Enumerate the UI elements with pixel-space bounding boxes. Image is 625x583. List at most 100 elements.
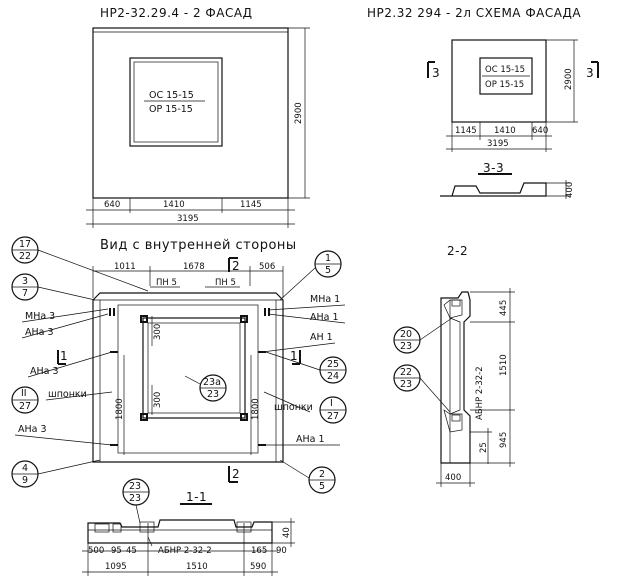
- svg-text:5: 5: [325, 265, 331, 276]
- v300-top: 300: [153, 324, 163, 340]
- callout-23a-23: 23а 23: [184, 374, 227, 402]
- sec22-width: 400: [445, 473, 461, 483]
- pn-right: ПН 5: [215, 278, 236, 288]
- inner-recess: [117, 304, 259, 454]
- svg-text:I: I: [330, 398, 333, 409]
- svg-text:7: 7: [22, 288, 28, 299]
- sec11-dim-1095: 1095: [105, 562, 127, 572]
- sec33-profile: [440, 182, 547, 197]
- scheme-left-mark: 3: [432, 66, 440, 80]
- cut-bottom-2: 2: [232, 467, 240, 481]
- sec11-abnr: АБНР 2-32-2: [158, 546, 212, 556]
- svg-text:II: II: [21, 388, 27, 399]
- sec33-title: 3-3: [483, 161, 504, 175]
- sec11-title: 1-1: [186, 490, 207, 504]
- facade-dim-1: 640: [104, 200, 120, 210]
- cut-top-2: 2: [232, 259, 240, 273]
- sec22-title: 2-2: [447, 244, 468, 258]
- label-shponki-left: шпонки: [48, 389, 87, 400]
- scheme-window: [479, 57, 533, 95]
- h1800-right: 1800: [251, 398, 261, 420]
- sec33-height: 400: [565, 182, 575, 198]
- svg-text:9: 9: [22, 475, 28, 486]
- svg-text:1: 1: [325, 253, 331, 264]
- facade-dim-2: 1410: [163, 200, 185, 210]
- svg-text:20: 20: [400, 329, 412, 340]
- sec22-abnr: АБНР 2-32-2: [475, 366, 485, 420]
- callout-20-23: 20 23: [393, 317, 453, 354]
- facade-window-inner: [133, 61, 219, 143]
- svg-text:22: 22: [400, 367, 412, 378]
- svg-text:3: 3: [22, 276, 28, 287]
- facade-title: НР2-32.29.4 - 2 ФАСАД: [100, 6, 252, 20]
- scheme-dim-3: 640: [532, 126, 548, 136]
- svg-text:2: 2: [319, 469, 325, 480]
- sec22-small: 25: [479, 442, 489, 453]
- inner-view: Вид с внутренней стороны 1011 1678 506 П…: [11, 236, 347, 494]
- h1800-left: 1800: [115, 398, 125, 420]
- sec22-profile: [440, 291, 471, 464]
- callout-II-27: II 27: [11, 386, 39, 414]
- facade-window-outer: [129, 57, 223, 147]
- svg-text:25: 25: [327, 359, 339, 370]
- scheme-dim-1: 1145: [455, 126, 477, 136]
- label-mna1: МНа 1: [310, 294, 340, 305]
- scheme-title: НР2.32 294 - 2л СХЕМА ФАСАДА: [367, 6, 581, 20]
- svg-text:5: 5: [319, 481, 325, 492]
- label-an1: АН 1: [310, 332, 333, 343]
- svg-text:4: 4: [22, 463, 28, 474]
- label-shponki-right: шпонки: [274, 402, 313, 413]
- inner-top-dim-2: 1678: [183, 262, 205, 272]
- svg-text:24: 24: [327, 371, 339, 382]
- cut-right-1: 1: [290, 349, 298, 363]
- svg-text:17: 17: [19, 239, 31, 250]
- sec11-dim-500: 500: [88, 546, 104, 556]
- sec22-bottom: 945: [499, 432, 509, 448]
- callout-25-24: 25 24: [265, 351, 347, 384]
- label-ana1-top: АНа 1: [310, 312, 339, 323]
- label-ana3-bottom: АНа 3: [18, 424, 47, 435]
- svg-text:27: 27: [327, 411, 339, 422]
- callout-4-9: 4 9: [11, 459, 101, 488]
- facade-window-line2: ОР 15-15: [149, 104, 193, 115]
- callout-22-23: 22 23: [393, 364, 451, 413]
- svg-text:22: 22: [19, 251, 31, 262]
- callout-2-5: 2 5: [279, 459, 336, 494]
- svg-text:23: 23: [400, 341, 412, 352]
- pn-left: ПН 5: [156, 278, 177, 288]
- svg-text:23: 23: [129, 493, 141, 504]
- facade-window-line1: ОС 15-15: [149, 90, 194, 101]
- callout-23-23: 23 23: [122, 478, 150, 524]
- v300-bottom: 300: [153, 392, 163, 408]
- inner-title: Вид с внутренней стороны: [100, 238, 297, 253]
- svg-text:23: 23: [400, 379, 412, 390]
- callout-17-22: 17 22: [11, 236, 149, 292]
- inner-top-dim-3: 506: [259, 262, 275, 272]
- label-ana1-bottom: АНа 1: [296, 434, 325, 445]
- facade-view: НР2-32.29.4 - 2 ФАСАД ОС 15-15 ОР 15-15 …: [86, 6, 310, 228]
- facade-total: 3195: [177, 214, 199, 224]
- scheme-right-mark: 3: [586, 66, 594, 80]
- facade-dim-3: 1145: [240, 200, 262, 210]
- label-ana3-mid: АНа 3: [30, 366, 59, 377]
- scheme-total: 3195: [487, 139, 509, 149]
- scheme-height: 2900: [564, 68, 574, 90]
- callout-I-27: I 27: [319, 396, 347, 424]
- sec11-profile: [87, 519, 273, 544]
- scheme-window-line1: ОС 15-15: [485, 65, 525, 75]
- scheme-view: НР2.32 294 - 2л СХЕМА ФАСАДА ОС 15-15 ОР…: [367, 6, 599, 199]
- svg-text:27: 27: [19, 401, 31, 412]
- sec11-dim-590: 590: [250, 562, 266, 572]
- scheme-dim-2: 1410: [494, 126, 516, 136]
- sec11-height: 40: [282, 527, 292, 538]
- svg-text:23: 23: [207, 389, 219, 400]
- callout-3-7: 3 7: [11, 273, 96, 301]
- label-mna3: МНа 3: [25, 311, 55, 322]
- scheme-panel: [451, 39, 547, 123]
- sec11-dim-90: 90: [276, 546, 287, 556]
- sec11-dim-95: 95: [111, 546, 122, 556]
- inner-top-dim-1: 1011: [114, 262, 136, 272]
- facade-height-text: 2900: [294, 102, 304, 124]
- label-ana3-top: АНа 3: [25, 327, 54, 338]
